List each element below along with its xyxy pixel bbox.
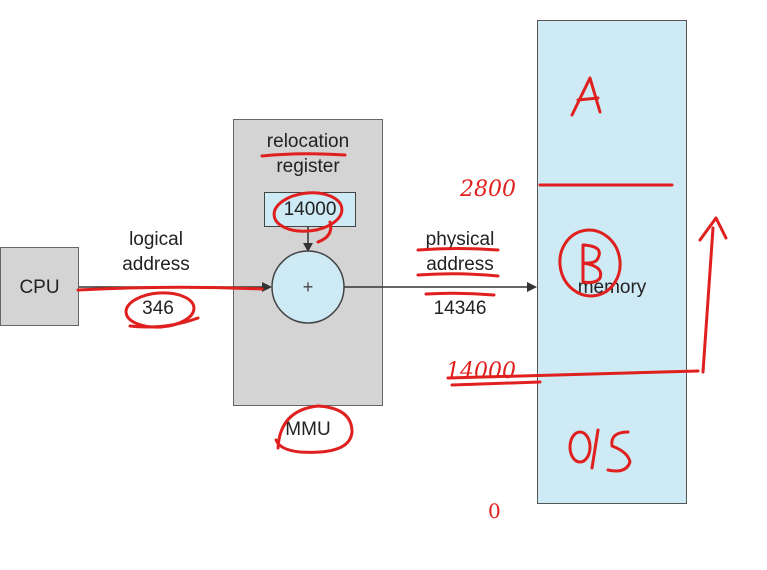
annotation-14000: 14000: [446, 359, 516, 384]
logical-address-value: 346: [142, 298, 174, 319]
segment-a-mark: [570, 76, 602, 117]
arrow-head-adder: [262, 282, 272, 292]
annotation-0: 0: [488, 499, 501, 523]
segment-os-o: [568, 430, 592, 464]
red-circle-b: [558, 228, 622, 298]
mmu-box: [233, 119, 383, 406]
red-line-logical: [76, 285, 264, 292]
red-circle-14000: [272, 191, 344, 233]
cpu-box: [0, 247, 79, 326]
arrow-head-register: [303, 243, 313, 252]
adder-circle: [271, 250, 345, 324]
relocation-register-label-line2: register: [276, 156, 340, 177]
logical-address-label-line1: logical: [129, 229, 183, 250]
red-line-14000: [446, 369, 700, 380]
red-hook-14000: [316, 220, 333, 244]
annotation-2800: 2800: [459, 177, 516, 202]
segment-os-slash: [590, 428, 600, 470]
mmu-label: MMU: [285, 419, 331, 440]
relocation-register-label-line1: relocation: [266, 131, 350, 152]
segment-b-mark: [581, 243, 603, 284]
physical-address-label-line2: address: [426, 254, 494, 275]
red-line-14000-b: [450, 380, 542, 387]
red-up-arrow: [698, 216, 728, 374]
cpu-label: CPU: [19, 277, 60, 298]
red-underline-relocation: [260, 152, 347, 158]
red-circle-mmu: [274, 404, 354, 454]
physical-address-value: 14346: [433, 298, 487, 319]
physical-address-label-line1: physical: [425, 229, 495, 250]
logical-address-label-line2: address: [122, 254, 190, 275]
memory-box: [537, 20, 687, 504]
adder-symbol: +: [303, 277, 314, 297]
segment-os-s: [606, 430, 632, 473]
red-underline-physical: [416, 247, 500, 252]
arrow-head-memory: [527, 282, 537, 292]
red-underline-address: [416, 272, 500, 278]
relocation-register-value: 14000: [283, 199, 337, 220]
red-underline-346: [128, 316, 200, 329]
red-underline-14346: [424, 291, 496, 297]
